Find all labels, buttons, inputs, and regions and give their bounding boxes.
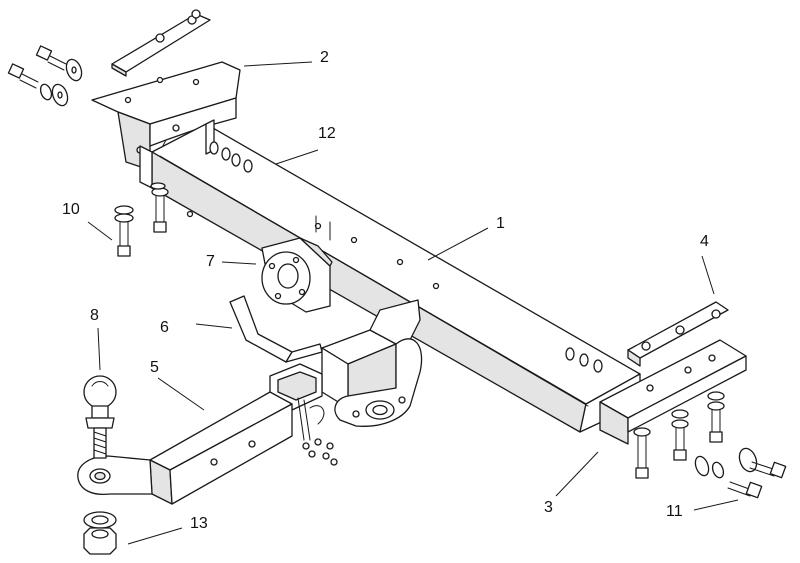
left-mounting-bracket	[91, 9, 241, 171]
main-cross-beam	[139, 119, 641, 433]
right-mounting-bracket	[599, 301, 747, 445]
callout-3: 3	[544, 499, 553, 516]
leader-6	[195, 323, 233, 329]
leader-2	[243, 61, 313, 67]
callout-12: 12	[318, 125, 336, 142]
small-hardware-set	[302, 438, 338, 466]
left-lower-bolts	[114, 182, 169, 257]
callout-6: 6	[160, 319, 169, 336]
leader-3	[555, 451, 599, 497]
leader-8	[97, 327, 101, 371]
upper-left-bolts	[7, 45, 83, 107]
callout-labels: 2 12 1 4 7 6 8 5 10 3 11 13	[62, 49, 709, 532]
callout-5: 5	[150, 359, 159, 376]
callout-8: 8	[90, 307, 99, 324]
leader-12	[275, 149, 319, 165]
callout-4: 4	[700, 233, 709, 250]
removable-drawbar	[77, 391, 325, 505]
callout-13: 13	[190, 515, 208, 532]
ball-nut-washer	[83, 511, 117, 555]
leader-11	[693, 499, 739, 511]
leader-5	[157, 377, 205, 411]
leader-lines	[87, 61, 739, 545]
leader-10	[87, 221, 113, 241]
callout-7: 7	[206, 253, 215, 270]
callout-10: 10	[62, 201, 80, 218]
right-lower-bolts	[633, 391, 787, 499]
leader-7	[221, 261, 257, 265]
leader-13	[127, 527, 183, 545]
callout-1: 1	[496, 215, 505, 232]
callout-11: 11	[666, 503, 683, 520]
callout-2: 2	[320, 49, 329, 66]
leader-1	[427, 227, 489, 261]
tow-ball	[83, 375, 117, 459]
leader-4	[701, 255, 715, 295]
